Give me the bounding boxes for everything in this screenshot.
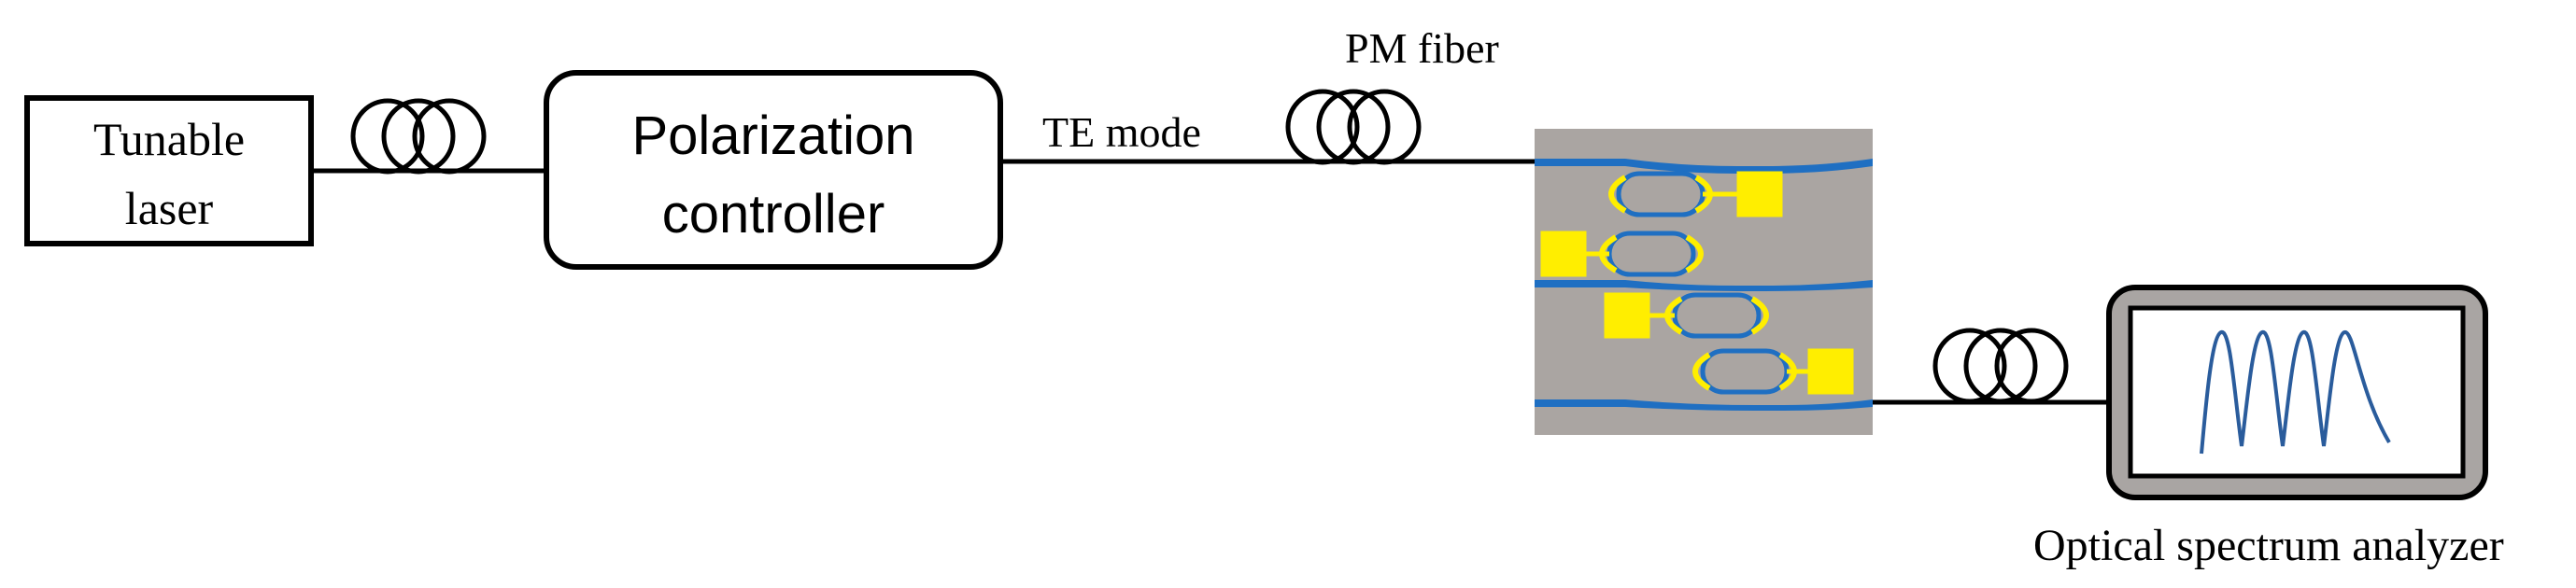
polarization-controller-label-line2: controller	[662, 184, 885, 245]
fiber-coil-icon	[350, 98, 487, 175]
spectrum-trace-icon	[2200, 330, 2391, 455]
heater-pads	[1540, 171, 1854, 395]
photonic-chip-icon	[1535, 129, 1873, 435]
pm-fiber-label: PM fiber	[1345, 24, 1499, 72]
fiber-coil-icon	[1932, 328, 2069, 404]
te-mode-label: TE mode	[1042, 108, 1201, 156]
optical-spectrum-analyzer	[2106, 285, 2488, 500]
optical-spectrum-analyzer-label: Optical spectrum analyzer	[2033, 521, 2504, 570]
bus-waveguides	[1535, 159, 1873, 411]
tunable-laser-label-line2: laser	[125, 182, 214, 234]
ring-heaters	[1599, 171, 1797, 395]
polarization-controller-label-line1: Polarization	[631, 105, 914, 166]
tunable-laser-label-line1: Tunable	[93, 113, 245, 165]
tunable-laser-box: Tunable laser	[24, 95, 314, 246]
fiber-coil-icon	[1285, 89, 1422, 165]
polarization-controller-box: Polarization controller	[544, 70, 1003, 270]
